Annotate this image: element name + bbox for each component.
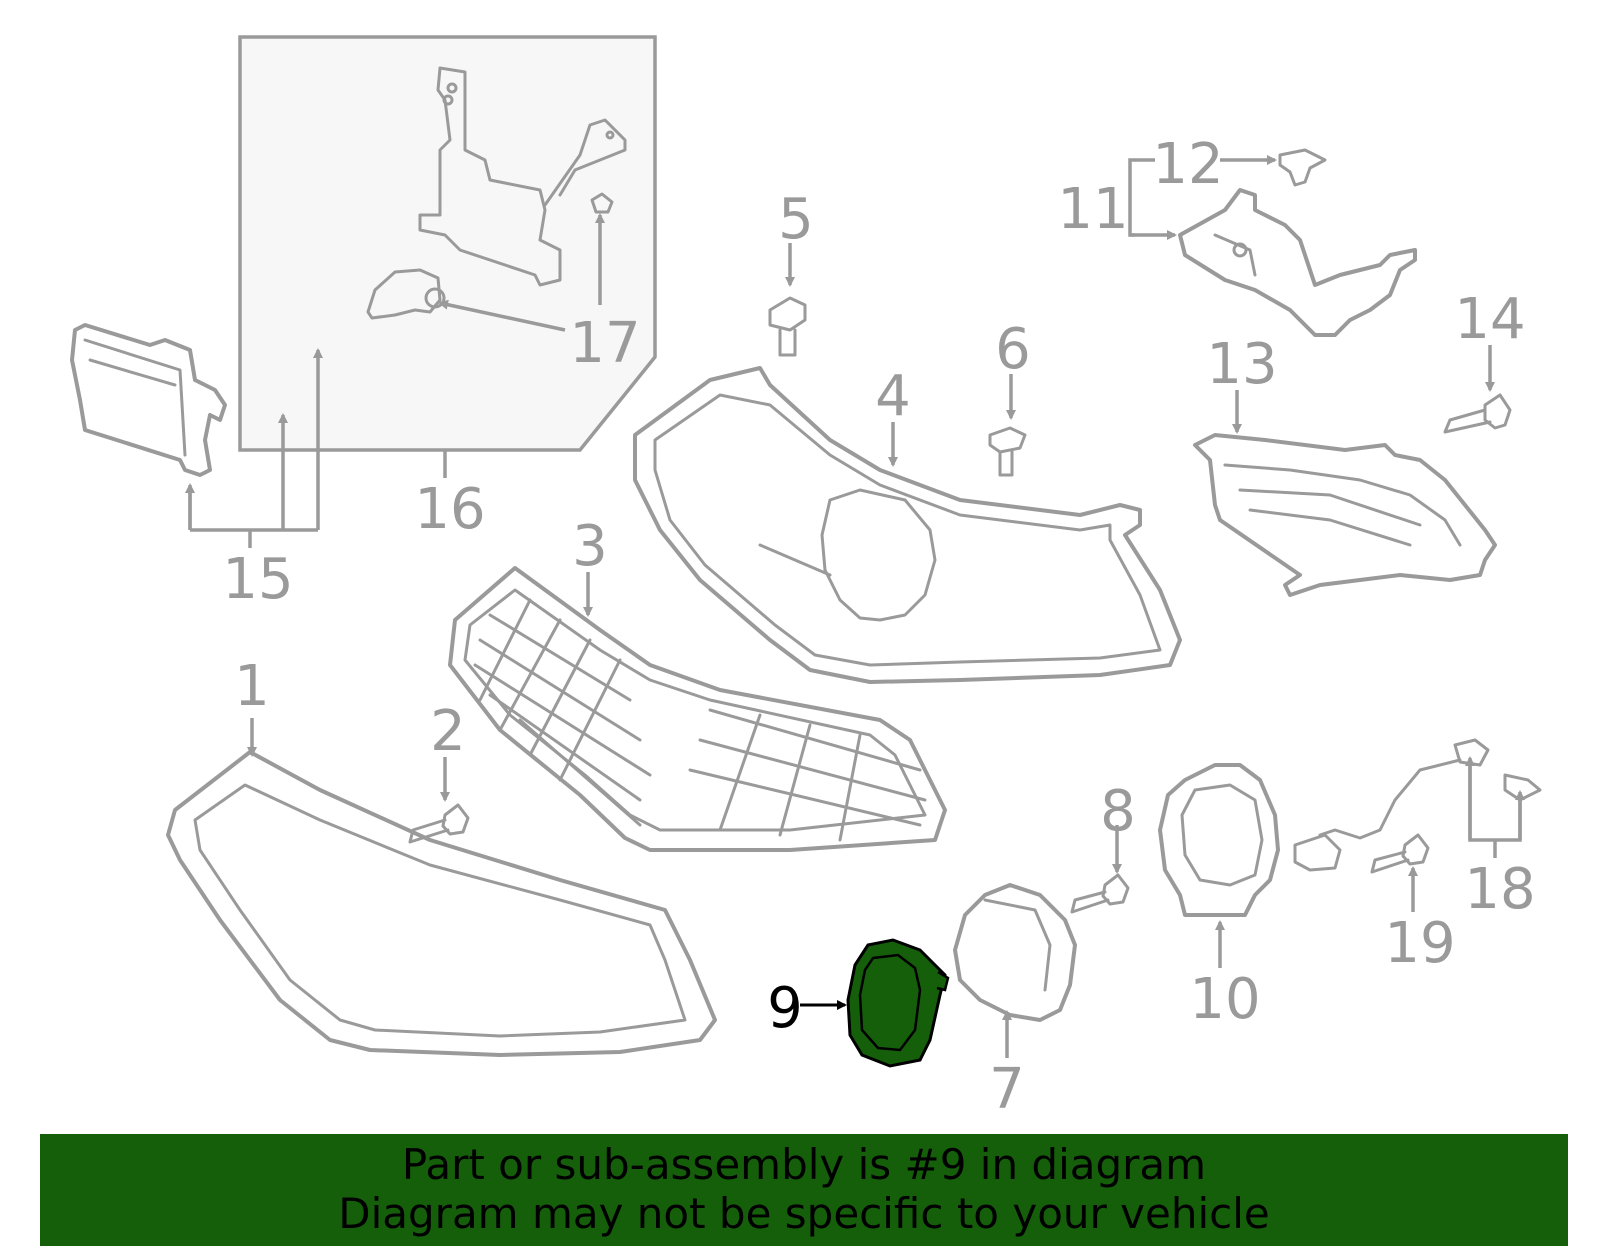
part-11-bracket (1178, 188, 1417, 337)
part-12-clip (1278, 148, 1327, 187)
callout-17: 17 (569, 311, 640, 376)
part-15-module (70, 323, 227, 477)
part-10-housing (1158, 763, 1280, 917)
part-3-mesh-grille (448, 566, 947, 852)
callout-6: 6 (995, 317, 1031, 382)
part-4-frame (633, 366, 1182, 684)
callout-8: 8 (1100, 779, 1136, 844)
callout-1: 1 (234, 654, 270, 719)
part-1-surround (166, 750, 717, 1057)
callout-12: 12 (1152, 132, 1223, 197)
callout-19: 19 (1384, 911, 1455, 976)
info-banner: Part or sub-assembly is #9 in diagram Di… (40, 1134, 1568, 1246)
callout-5: 5 (778, 187, 814, 252)
banner-line-2: Diagram may not be specific to your vehi… (338, 1189, 1270, 1238)
callout-16: 16 (414, 477, 485, 542)
part-13-deflector (1193, 433, 1497, 597)
callout-9: 9 (767, 976, 803, 1041)
part-2-screw (408, 803, 470, 844)
part-19-screw (1370, 833, 1430, 874)
callout-7: 7 (989, 1057, 1025, 1122)
callout-18: 18 (1464, 857, 1535, 922)
callout-3: 3 (572, 514, 608, 579)
part-8-screw (1070, 873, 1130, 914)
callout-4: 4 (875, 364, 911, 429)
part-16-box (238, 35, 657, 452)
leader-lines (185, 155, 1525, 1058)
part-18-harness (1293, 738, 1542, 872)
callout-2: 2 (430, 699, 466, 764)
callout-11: 11 (1057, 177, 1128, 242)
part-14-screw (1443, 393, 1512, 434)
part-9-bezel-highlighted[interactable] (846, 938, 950, 1068)
part-7-fog-light (953, 883, 1077, 1022)
callout-10: 10 (1189, 967, 1260, 1032)
part-6-screw (988, 426, 1027, 477)
callout-13: 13 (1206, 332, 1277, 397)
callout-labels: 1 2 3 4 5 6 7 8 9 10 11 12 13 14 15 16 1… (222, 132, 1535, 1122)
banner-line-1: Part or sub-assembly is #9 in diagram (401, 1140, 1207, 1189)
callout-14: 14 (1454, 287, 1525, 352)
part-5-bolt (768, 296, 807, 357)
callout-15: 15 (222, 547, 293, 612)
